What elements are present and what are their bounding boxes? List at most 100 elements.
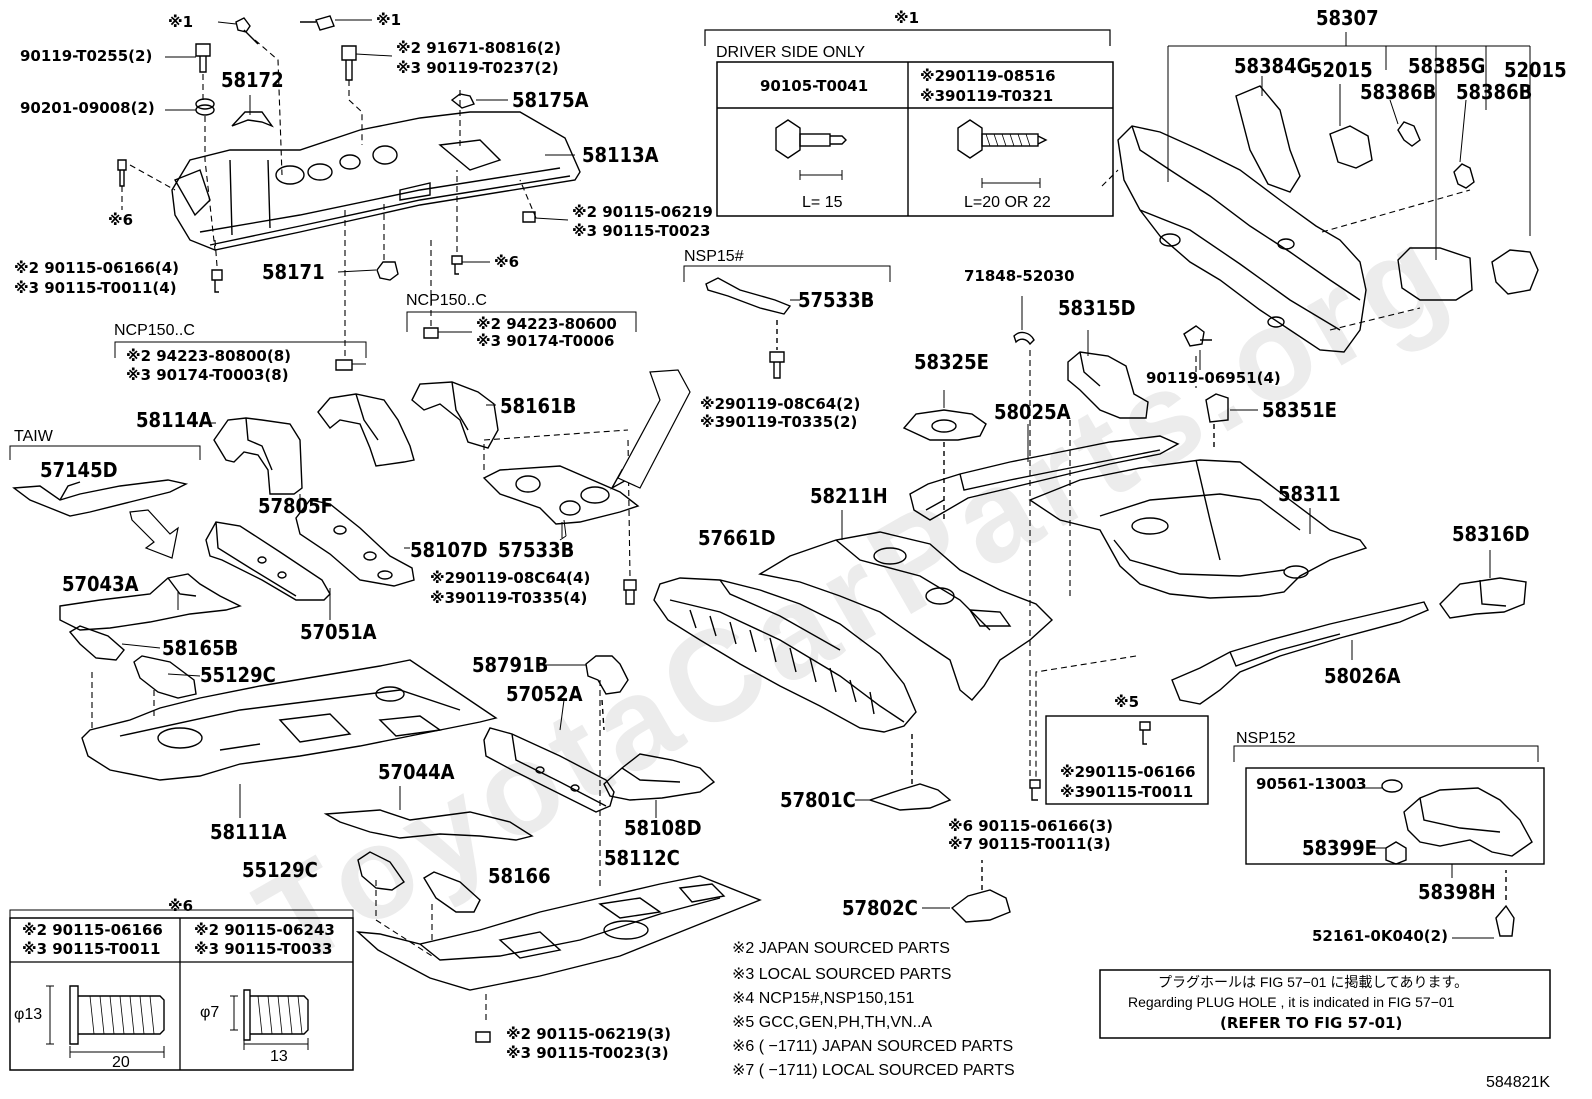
part-58791B xyxy=(585,655,629,731)
ref-1-b: ※1 xyxy=(376,11,402,29)
part-58165B xyxy=(68,625,125,661)
label-58114A: 58114A xyxy=(136,408,213,432)
part-no-90115-06166-3: ※6 90115-06166(3) xyxy=(948,817,1113,835)
label-58112C: 58112C xyxy=(604,846,680,870)
label-58399E: 58399E xyxy=(1302,836,1377,860)
ref-1-a: ※1 xyxy=(168,13,194,31)
label-58175A: 58175A xyxy=(512,88,589,112)
leaders-top-right xyxy=(1199,76,1467,370)
label-57661D: 57661D xyxy=(698,526,776,550)
box6-dim-phi7: φ7 xyxy=(200,1004,220,1021)
box6-dim-phi13: φ13 xyxy=(14,1006,43,1023)
leaders-top-left xyxy=(165,19,575,365)
dashed-leaders-right xyxy=(1029,350,1197,780)
label-58398H: 58398H xyxy=(1418,880,1496,904)
ref-6-box: ※6 xyxy=(168,897,194,915)
note-1711-local: ※7 ( −1711) LOCAL SOURCED PARTS xyxy=(732,1062,1015,1079)
bolts-right xyxy=(1029,325,1212,801)
part-no-90115-T0011-3: ※7 90115-T0011(3) xyxy=(948,835,1111,853)
label-57533B: 57533B xyxy=(498,538,575,562)
label-57044A: 57044A xyxy=(378,760,455,784)
note-gcc: ※5 GCC,GEN,PH,TH,VN..A xyxy=(732,1014,933,1031)
label-58386B-b: 58386B xyxy=(1456,80,1533,104)
leaders-mid-left xyxy=(121,404,586,818)
ref-6-a: ※6 xyxy=(108,211,134,229)
part-58113A xyxy=(171,111,581,251)
box6-dim-13: 13 xyxy=(270,1048,288,1065)
part-57805F xyxy=(317,393,415,467)
driver-side-only-label: DRIVER SIDE ONLY xyxy=(716,44,866,61)
label-57145D: 57145D xyxy=(40,458,118,482)
part-no-90115-06166-box5: ※290115-06166 xyxy=(1060,763,1196,781)
bolt-box-6 xyxy=(9,917,354,1071)
plug-note-ref: (REFER TO FIG 57-01) xyxy=(1220,1014,1403,1032)
label-55129C-a: 55129C xyxy=(200,663,276,687)
part-no-94223-80800: ※2 94223-80800(8) xyxy=(126,347,291,365)
label-58025A: 58025A xyxy=(994,400,1071,424)
part-58108D xyxy=(603,753,716,818)
label-57805F: 57805F xyxy=(258,494,333,518)
label-58316D: 58316D xyxy=(1452,522,1530,546)
driver-dim-l20: L=20 OR 22 xyxy=(964,194,1051,211)
figure-code: 584821K xyxy=(1486,1074,1551,1091)
part-57802C xyxy=(950,860,1011,923)
label-57802C: 57802C xyxy=(842,896,918,920)
part-57051A xyxy=(205,521,331,601)
driver-dim-l15: L= 15 xyxy=(802,194,843,211)
label-52015-a: 52015 xyxy=(1310,58,1373,82)
part-no-90119-08C64-2: ※290119-08C64(2) xyxy=(700,395,861,413)
part-57801C xyxy=(867,730,952,811)
label-57801C: 57801C xyxy=(780,788,856,812)
part-58351E xyxy=(1205,393,1229,450)
label-57051A: 57051A xyxy=(300,620,377,644)
ref-1-top: ※1 xyxy=(894,9,920,27)
dashed-leaders-top-left xyxy=(121,39,537,356)
plug-note-en: Regarding PLUG HOLE , it is indicated in… xyxy=(1128,994,1455,1010)
label-58385G: 58385G xyxy=(1408,54,1486,78)
part-no-90115-T0023: ※3 90115-T0023 xyxy=(572,222,711,240)
label-57052A: 57052A xyxy=(506,682,583,706)
parts-top-right-small xyxy=(1329,121,1539,301)
label-58111A: 58111A xyxy=(210,820,287,844)
label-58791B: 58791B xyxy=(472,653,549,677)
note-japan-sourced: ※2 JAPAN SOURCED PARTS xyxy=(732,940,950,957)
part-no-94223-80600: ※2 94223-80600 xyxy=(476,315,617,333)
part-58026A xyxy=(1171,601,1429,705)
part-no-90119-T0335-4: ※390119-T0335(4) xyxy=(430,589,588,607)
part-58315D xyxy=(1067,351,1149,419)
part-57052A xyxy=(483,727,615,813)
label-58166: 58166 xyxy=(488,864,551,888)
part-55129C-a xyxy=(133,655,197,699)
part-no-52161-0K040: 52161-0K040(2) xyxy=(1312,927,1448,945)
part-no-90119-T0335-2: ※390119-T0335(2) xyxy=(700,413,858,431)
ncp150-label-b: NCP150..C xyxy=(406,292,487,309)
label-58351E: 58351E xyxy=(1262,398,1337,422)
label-57043A: 57043A xyxy=(62,572,139,596)
label-55129C-b: 55129C xyxy=(242,858,318,882)
taiw-label: TAIW xyxy=(14,428,53,445)
label-58311: 58311 xyxy=(1278,482,1341,506)
part-no-90115-06166-4: ※2 90115-06166(4) xyxy=(14,259,179,277)
driver-part-90105-T0041: 90105-T0041 xyxy=(760,77,869,95)
box6-part-90115-T0011: ※3 90115-T0011 xyxy=(22,940,161,958)
part-58114A xyxy=(213,417,303,495)
part-55129C-b xyxy=(357,851,405,891)
part-no-90115-06219: ※2 90115-06219 xyxy=(572,203,713,221)
label-57533B-top: 57533B xyxy=(798,288,875,312)
driver-part-90119-T0321: ※390119-T0321 xyxy=(920,87,1054,105)
label-58165B: 58165B xyxy=(162,636,239,660)
note-models: ※4 NCP15#,NSP150,151 xyxy=(732,990,915,1007)
part-no-71848-52030: 71848-52030 xyxy=(964,267,1075,285)
box6-part-90115-06166: ※2 90115-06166 xyxy=(22,921,163,939)
bolts-top-left xyxy=(117,15,536,371)
note-local-sourced: ※3 LOCAL SOURCED PARTS xyxy=(732,966,952,983)
leaders-right xyxy=(855,296,1491,909)
part-57044A xyxy=(323,786,534,841)
label-58384G: 58384G xyxy=(1234,54,1312,78)
part-58025A xyxy=(909,435,1180,521)
part-71848-52030 xyxy=(1013,331,1035,346)
ncp150-label-a: NCP150..C xyxy=(114,322,195,339)
label-58211H: 58211H xyxy=(810,484,888,508)
part-no-90174-T0003: ※3 90174-T0003(8) xyxy=(126,366,289,384)
